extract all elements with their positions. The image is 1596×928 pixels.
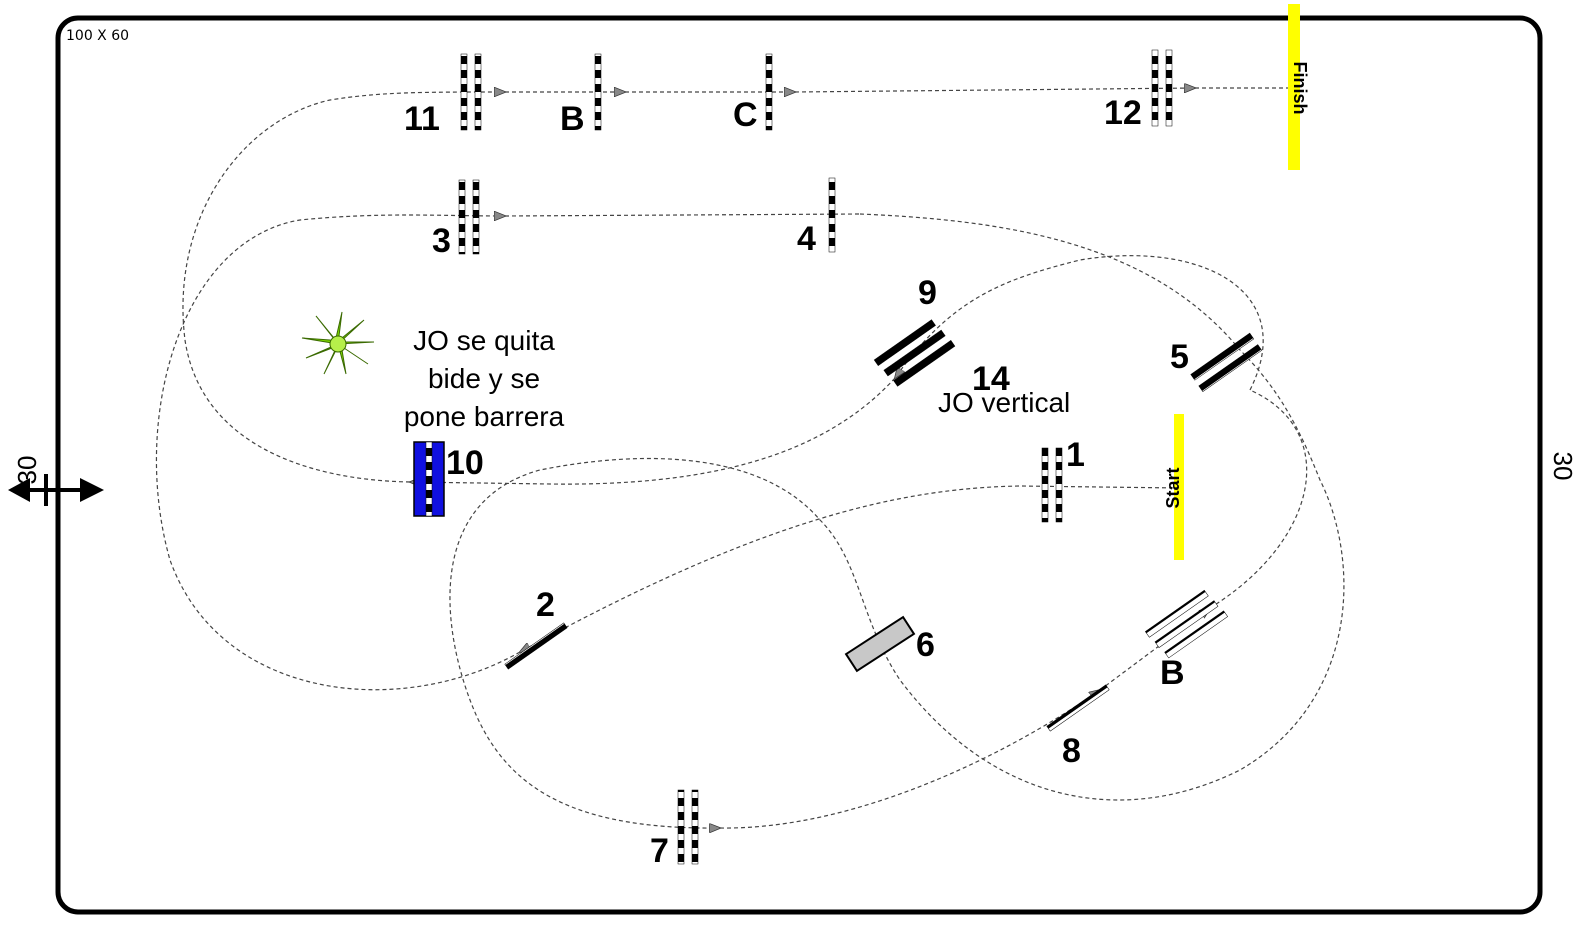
jo-note-line-1: JO se quita	[413, 325, 555, 356]
start-label: Start	[1163, 467, 1183, 508]
entrance-arrow-icon	[8, 474, 104, 506]
jump-5: 5	[1170, 332, 1263, 393]
course-path	[155, 88, 1345, 828]
arena-border	[55, 15, 1543, 915]
jump-11: 11	[404, 53, 482, 138]
jump-2-label: 2	[536, 586, 555, 624]
finish-line: Finish	[1288, 4, 1310, 170]
jump-b-top-label: B	[560, 100, 585, 138]
jump-14-label: 14	[972, 360, 1010, 398]
jo-vertical-note: JO vertical	[938, 387, 1070, 418]
jump-2: 2	[504, 586, 568, 670]
jump-5-label: 5	[1170, 338, 1189, 376]
jump-11-label: 11	[404, 100, 440, 138]
jump-10: 10	[413, 441, 484, 517]
finish-label: Finish	[1290, 62, 1310, 115]
start-line: Start	[1163, 414, 1184, 560]
jump-b-right-label: B	[1160, 654, 1185, 692]
jump-4-label: 4	[797, 220, 816, 258]
jump-7-label: 7	[650, 832, 669, 870]
jump-8-label: 8	[1062, 732, 1081, 770]
jump-1-label: 1	[1066, 436, 1085, 474]
jump-c: C	[733, 53, 773, 134]
right-side-label: 30	[1548, 452, 1578, 481]
jump-b-right: B	[1144, 589, 1229, 692]
jump-1: 1	[1041, 436, 1085, 523]
jump-9-14: 9 14	[873, 274, 1010, 398]
jump-3: 3	[432, 179, 480, 260]
jo-note-line-3: pone barrera	[404, 401, 565, 432]
jump-6-label: 6	[916, 626, 935, 664]
jump-c-label: C	[733, 96, 758, 134]
jump-12-label: 12	[1104, 94, 1142, 132]
jump-9-label: 9	[918, 274, 937, 312]
jump-8: 8	[1046, 684, 1110, 770]
jump-b-top: B	[560, 53, 602, 138]
arena-size-label: 100 X 60	[66, 28, 129, 44]
jump-10-label: 10	[446, 444, 484, 482]
jump-6: 6	[844, 615, 935, 673]
jump-7: 7	[650, 789, 699, 870]
jo-note-line-2: bide y se	[428, 363, 540, 394]
jump-4: 4	[797, 177, 836, 258]
plant-icon	[301, 311, 375, 375]
jump-3-label: 3	[432, 222, 451, 260]
jump-12: 12	[1104, 49, 1173, 132]
